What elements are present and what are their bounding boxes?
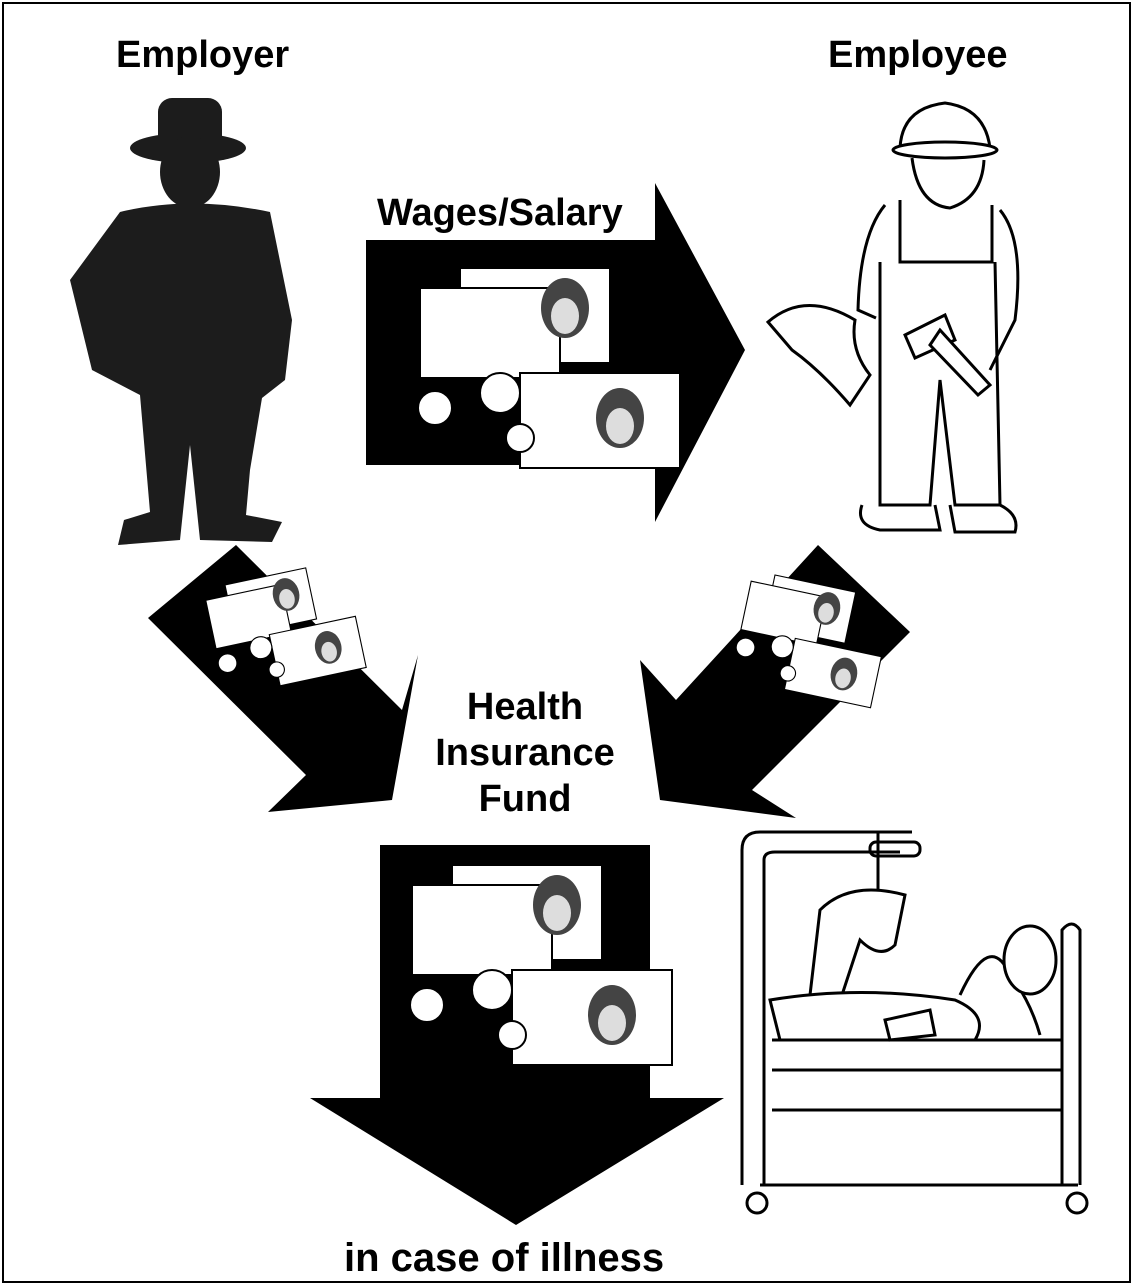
fund-label-line3: Fund [478, 778, 572, 820]
employee-contribution-arrow [640, 545, 910, 818]
employee-worker-icon [765, 101, 1020, 534]
fund-label-line1: Health [466, 686, 584, 728]
employee-label: Employee [828, 34, 1008, 76]
employer-contribution-arrow [148, 545, 418, 812]
wages-arrow [366, 183, 745, 522]
wages-salary-label: Wages/Salary [377, 192, 623, 234]
benefit-arrow [310, 845, 724, 1225]
employer-silhouette-icon [70, 98, 292, 545]
patient-in-bed-icon [740, 830, 1089, 1215]
employer-label: Employer [116, 34, 290, 76]
health-insurance-fund-label: Health Insurance Fund [400, 684, 650, 822]
in-case-of-illness-label: in case of illness [344, 1236, 665, 1280]
fund-label-line2: Insurance [435, 732, 615, 774]
